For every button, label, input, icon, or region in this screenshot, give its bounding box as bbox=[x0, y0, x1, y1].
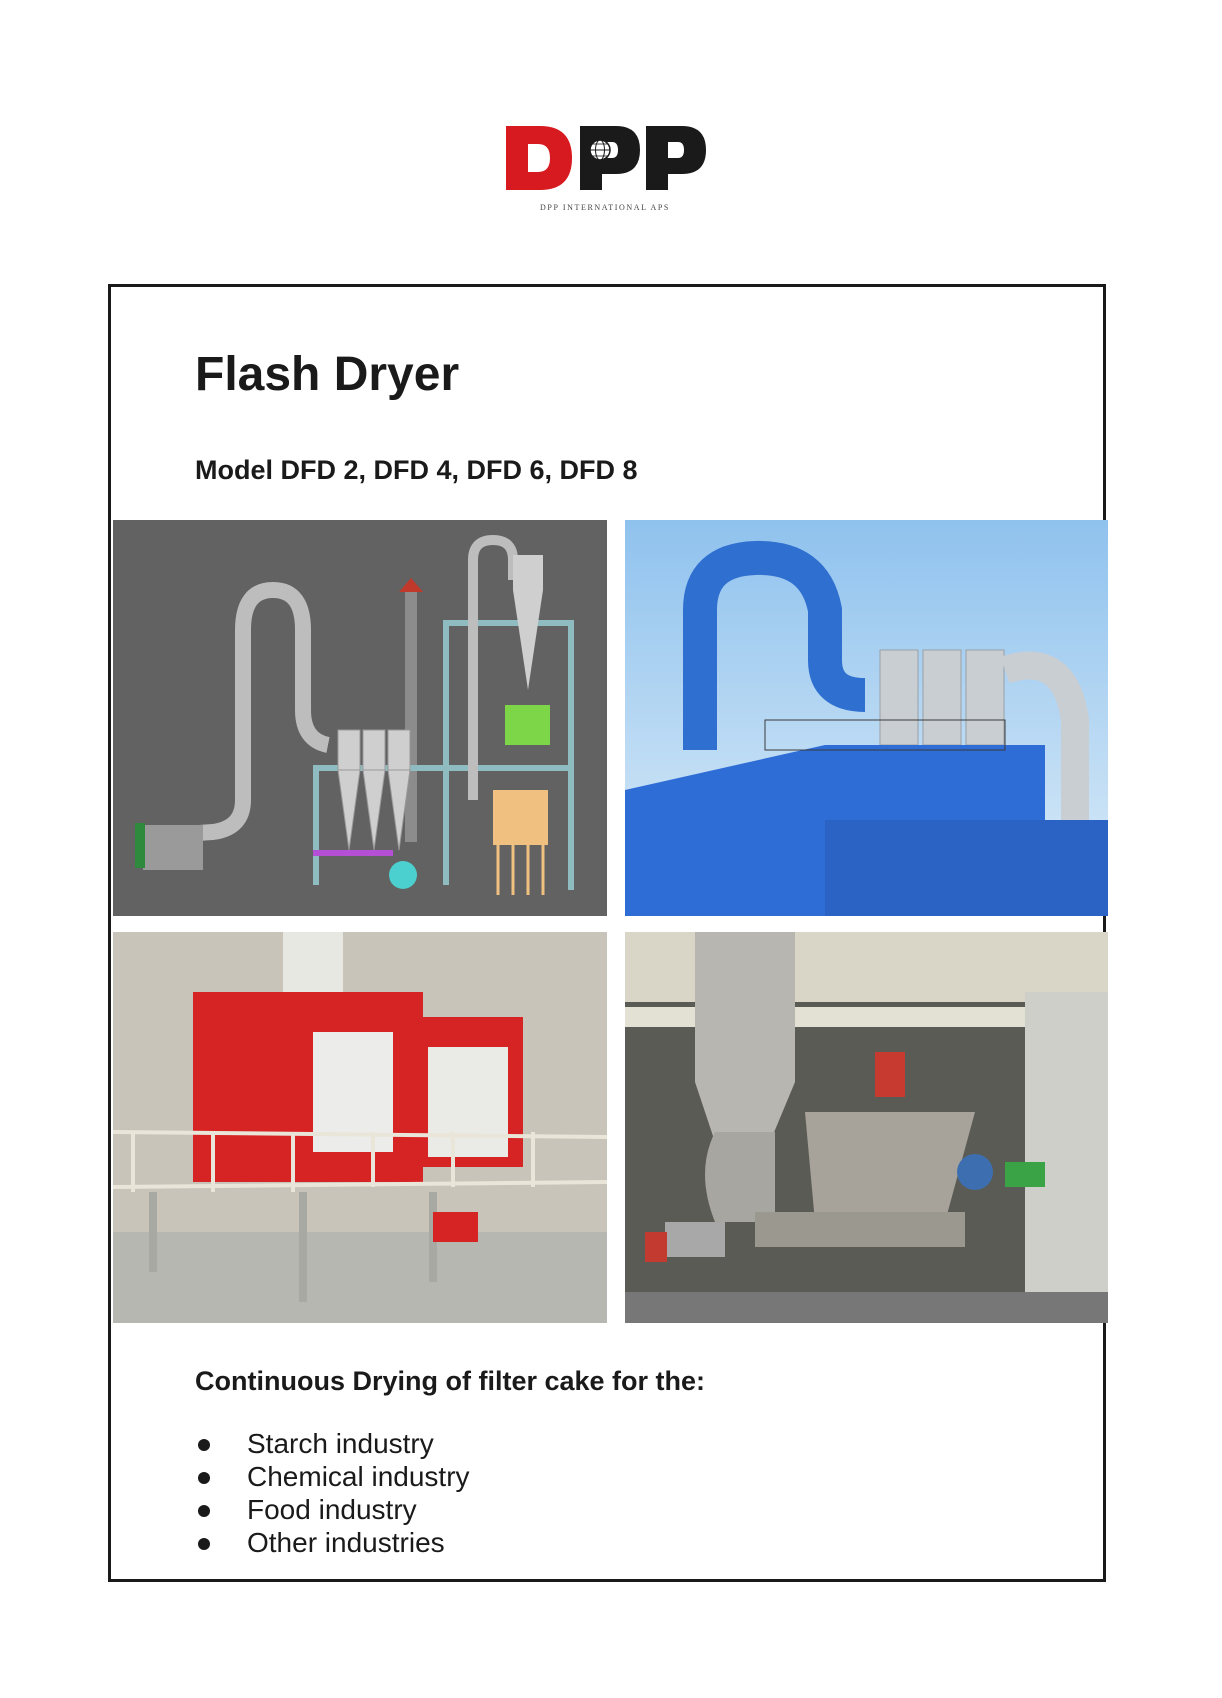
company-logo: DPP INTERNATIONAL APS bbox=[500, 120, 710, 215]
page-title: Flash Dryer bbox=[195, 348, 460, 401]
photo-blue-installation bbox=[625, 520, 1108, 916]
content-frame: Flash Dryer Model DFD 2, DFD 4, DFD 6, D… bbox=[108, 284, 1108, 1582]
bullet-icon bbox=[198, 1439, 210, 1451]
bullet-icon bbox=[198, 1472, 210, 1484]
dpp-logo-mark bbox=[506, 126, 706, 190]
photo-3d-render bbox=[113, 520, 607, 916]
photo-steel-feeder bbox=[625, 932, 1108, 1323]
bullet-icon bbox=[198, 1505, 210, 1517]
bullet-icon bbox=[198, 1538, 210, 1550]
photo-red-plant bbox=[113, 932, 607, 1323]
model-line: Model DFD 2, DFD 4, DFD 6, DFD 8 bbox=[195, 455, 638, 485]
industries-intro: Continuous Drying of filter cake for the… bbox=[195, 1366, 706, 1396]
logo-subtext: DPP INTERNATIONAL APS bbox=[540, 203, 670, 212]
